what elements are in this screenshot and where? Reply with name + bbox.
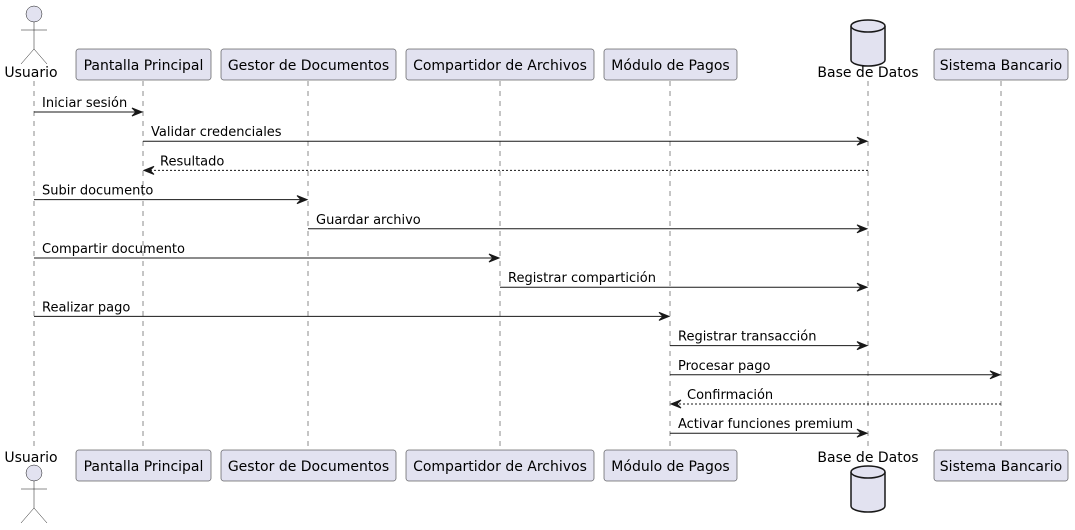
participant-label: Sistema Bancario [940,459,1062,475]
participant-label: Gestor de Documentos [228,459,389,475]
message-label: Realizar pago [42,300,130,315]
participant-label: Base de Datos [817,450,918,466]
database-icon [850,465,886,513]
arrowhead-icon [669,399,682,409]
database-bd-bottom: Base de Datos [817,450,919,513]
message-11: Confirmación [669,388,1001,409]
message-1: Iniciar sesión [34,96,144,117]
message-10: Procesar pago [670,359,1002,380]
arrowhead-icon [989,370,1002,380]
message-label: Procesar pago [678,359,770,374]
participant-banco-top: Sistema Bancario [933,48,1069,81]
participant-gestor-bottom: Gestor de Documentos [220,449,397,482]
actor-icon [20,464,48,524]
participant-box [220,449,397,482]
message-9: Registrar transacción [670,330,869,351]
participant-box [603,449,738,482]
message-label: Guardar archivo [316,213,421,228]
message-label: Registrar compartición [508,271,656,286]
participant-box [405,449,595,482]
arrowhead-icon [856,136,869,146]
arrowhead-icon [131,107,144,117]
participant-label: Pantalla Principal [84,459,204,475]
database-icon [850,19,886,67]
message-7: Registrar compartición [500,271,869,292]
participant-label: Compartidor de Archivos [413,58,587,74]
message-6: Compartir documento [34,242,501,263]
participant-box [933,48,1069,81]
participant-box [220,48,397,81]
participant-pantalla-top: Pantalla Principal [75,48,212,81]
message-label: Registrar transacción [678,330,816,345]
actor-usuario-top: Usuario [4,5,58,81]
participant-pagos-top: Módulo de Pagos [603,48,738,81]
participant-label: Usuario [4,65,57,81]
message-8: Realizar pago [34,300,671,321]
participant-label: Base de Datos [817,65,918,81]
message-4: Subir documento [34,184,309,205]
actor-usuario-bottom: Usuario [4,450,58,524]
participant-pantalla-bottom: Pantalla Principal [75,449,212,482]
participant-label: Compartidor de Archivos [413,459,587,475]
message-12: Activar funciones premium [670,417,869,438]
arrowhead-icon [142,165,155,175]
participant-label: Sistema Bancario [940,58,1062,74]
participant-box [933,449,1069,482]
arrowhead-icon [856,428,869,438]
arrowhead-icon [856,282,869,292]
arrowhead-icon [856,224,869,234]
message-label: Confirmación [687,388,773,403]
participant-label: Módulo de Pagos [611,459,729,475]
message-2: Validar credenciales [143,125,869,146]
database-bd-top: Base de Datos [817,19,919,81]
participant-box [405,48,595,81]
participant-label: Gestor de Documentos [228,58,389,74]
participant-label: Pantalla Principal [84,58,204,74]
message-label: Compartir documento [42,242,185,257]
participant-box [603,48,738,81]
arrowhead-icon [856,341,869,351]
participant-label: Usuario [4,450,57,466]
message-label: Validar credenciales [151,125,282,140]
message-5: Guardar archivo [308,213,869,234]
actor-icon [20,5,48,65]
participant-label: Módulo de Pagos [611,58,729,74]
arrowhead-icon [488,253,501,263]
arrowhead-icon [658,311,671,321]
participant-box [75,48,212,81]
message-label: Subir documento [42,184,153,199]
participant-gestor-top: Gestor de Documentos [220,48,397,81]
participant-compartidor-top: Compartidor de Archivos [405,48,595,81]
participant-banco-bottom: Sistema Bancario [933,449,1069,482]
message-label: Activar funciones premium [678,417,853,432]
participant-box [75,449,212,482]
arrowhead-icon [296,195,309,205]
participant-pagos-bottom: Módulo de Pagos [603,449,738,482]
message-label: Resultado [160,154,224,169]
participant-compartidor-bottom: Compartidor de Archivos [405,449,595,482]
message-label: Iniciar sesión [42,96,127,111]
message-3: Resultado [142,154,868,175]
